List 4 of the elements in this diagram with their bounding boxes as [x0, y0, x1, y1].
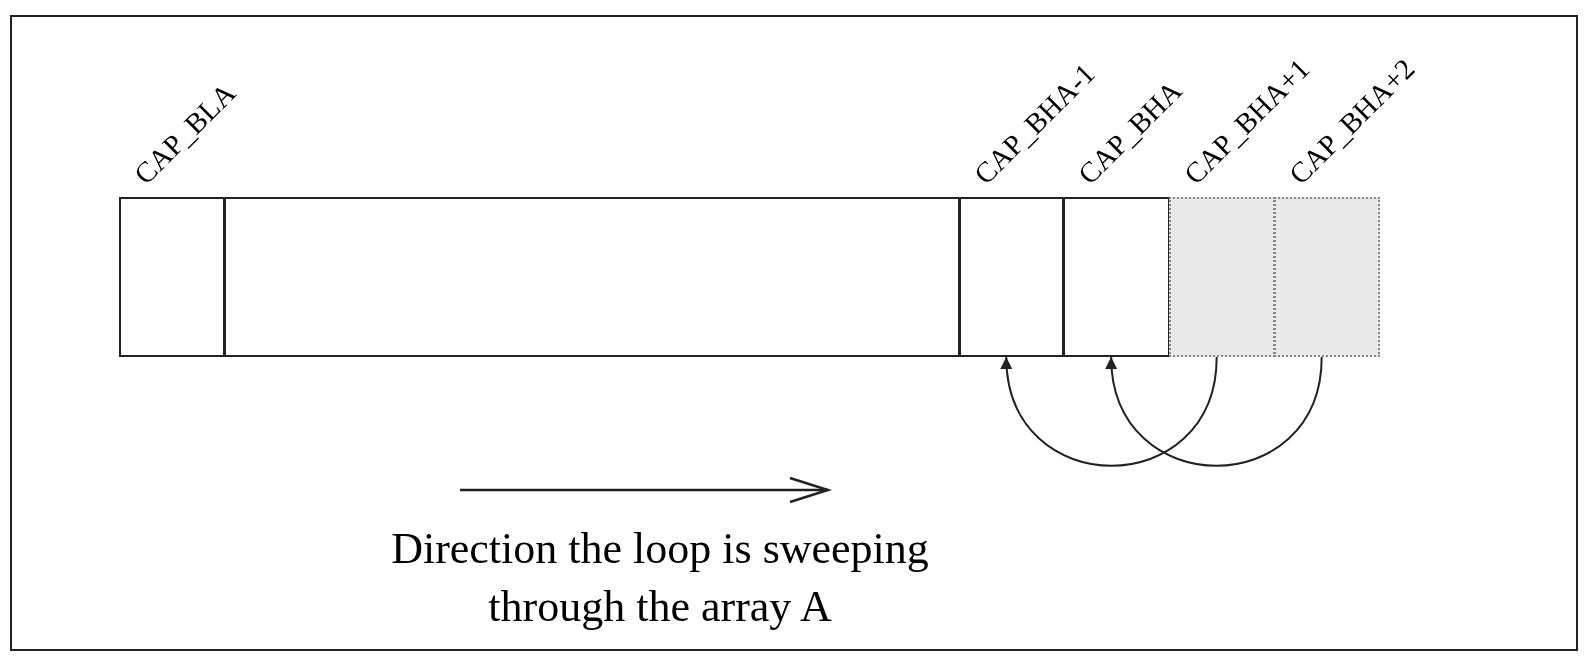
direction-note: Direction the loop is sweeping through the array A — [390, 523, 930, 633]
curved-arrow — [1001, 356, 1218, 467]
array-segment — [224, 197, 960, 357]
curved-arrow — [1106, 356, 1323, 467]
